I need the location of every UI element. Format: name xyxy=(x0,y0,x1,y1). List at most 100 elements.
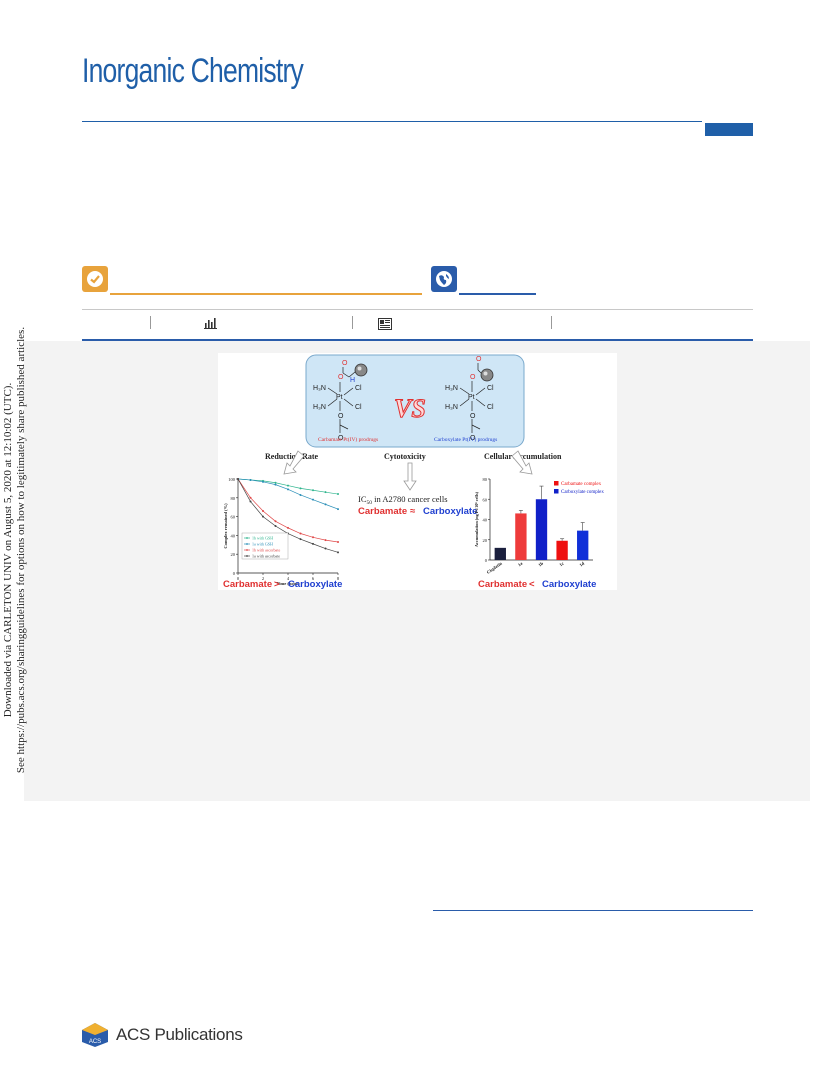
line-point xyxy=(249,500,252,503)
legend-swatch xyxy=(554,481,559,486)
bar-category-label: Cisplatin xyxy=(486,560,504,574)
line-chart-y-tick-label: 60 xyxy=(231,515,236,520)
line-chart-y-tick-label: 100 xyxy=(228,477,236,482)
arrow-to-reduction xyxy=(283,450,305,475)
download-notice-line1: Downloaded via CARLETON UNIV on August 5… xyxy=(2,382,14,718)
line-point xyxy=(337,493,339,496)
svg-text:Carboxylate: Carboxylate xyxy=(542,579,596,590)
line-point xyxy=(262,480,264,483)
journal-title[interactable]: Inorganic Chemistry xyxy=(82,52,304,90)
svg-text:H₃N: H₃N xyxy=(445,385,458,392)
svg-text:Cl: Cl xyxy=(355,385,362,392)
carboxylate-structure: O O Pt H₃N H₃N Cl Cl O O xyxy=(445,356,494,442)
bar-chart-icon[interactable] xyxy=(204,316,217,334)
line-chart-x-label: Time (hour) xyxy=(276,581,300,586)
svg-text:H₃N: H₃N xyxy=(313,404,326,411)
access-rule xyxy=(110,293,422,295)
article-icon[interactable] xyxy=(378,317,392,335)
check-circle-icon[interactable] xyxy=(82,266,108,292)
svg-text:H₃N: H₃N xyxy=(313,385,326,392)
svg-text:O: O xyxy=(338,374,344,381)
svg-text:Cl: Cl xyxy=(355,404,362,411)
svg-text:O: O xyxy=(476,356,482,363)
toc-figure: O O H Pt H₃N H₃N Cl Cl O O Carbamate Pt(… xyxy=(218,353,617,590)
svg-text:O: O xyxy=(470,435,476,442)
svg-text:Carboxylate: Carboxylate xyxy=(288,579,342,590)
svg-text:Pt: Pt xyxy=(336,394,343,401)
bar-chart-y-tick-label: 40 xyxy=(483,518,488,523)
svg-text:>: > xyxy=(274,579,280,590)
line-point xyxy=(299,538,302,541)
line-point xyxy=(274,525,277,527)
line-chart-x-tick-label: 0 xyxy=(237,576,240,581)
bar-category-label: 1b xyxy=(537,560,544,567)
svg-text:<: < xyxy=(529,579,535,590)
legend-swatch xyxy=(554,489,559,494)
svg-text:O: O xyxy=(470,374,476,381)
bar-chart-y-tick-label: 20 xyxy=(483,538,488,543)
footnote-rule xyxy=(433,910,753,911)
open-access-rule xyxy=(459,293,536,295)
bar-category-label: 1c xyxy=(558,561,564,568)
cellular-accumulation-heading: Cellular Accumulation xyxy=(484,452,562,461)
globe-icon[interactable] xyxy=(431,266,457,292)
bar-category-label: 1d xyxy=(579,560,586,567)
line-point xyxy=(274,520,277,523)
metrics-separator xyxy=(551,316,552,329)
line-chart-x-tick-label: 6 xyxy=(312,576,315,581)
bar xyxy=(535,499,548,560)
line-point xyxy=(324,539,327,542)
svg-text:O: O xyxy=(338,413,344,420)
line-point xyxy=(337,540,339,543)
download-notice: Downloaded via CARLETON UNIV on August 5… xyxy=(0,327,30,773)
bar xyxy=(556,540,568,560)
svg-text:ACS: ACS xyxy=(89,1039,101,1045)
line-chart-y-tick-label: 20 xyxy=(231,552,236,557)
legend-label: Carbamate complex xyxy=(561,482,602,487)
acs-hexagon-icon: ACS xyxy=(82,1023,108,1047)
ic50-label: IC50 in A2780 cancer cells xyxy=(358,494,448,506)
line-point xyxy=(337,508,339,511)
legend-label: 1a with GSH xyxy=(252,542,273,547)
metrics-bar-top xyxy=(82,309,753,310)
svg-text:Carboxylate: Carboxylate xyxy=(423,506,477,517)
bar-chart-y-label: Accumulation (ng Pt/10⁶ cells) xyxy=(474,491,479,547)
line-chart-y-tick-label: 0 xyxy=(233,571,236,576)
metrics-separator xyxy=(352,316,353,329)
line-point xyxy=(262,509,264,512)
svg-text:O: O xyxy=(342,360,348,367)
line-point xyxy=(324,547,327,550)
line-point xyxy=(274,481,277,484)
legend-marker xyxy=(246,543,248,545)
line-point xyxy=(299,493,302,496)
svg-text:Carbamate: Carbamate xyxy=(358,506,407,517)
carbamate-caption: Carbamate Pt(IV) prodrugs xyxy=(318,436,378,443)
metrics-separator xyxy=(150,316,151,329)
line-chart-y-tick-label: 40 xyxy=(231,533,236,538)
svg-text:H₃N: H₃N xyxy=(445,404,458,411)
line-point xyxy=(312,489,314,492)
line-chart-x-tick-label: 2 xyxy=(262,576,264,581)
line-chart-legend-box xyxy=(241,532,289,560)
legend-label: Carboxylate complex xyxy=(561,490,604,495)
bar-chart-y-tick-label: 60 xyxy=(483,497,488,502)
accumulation-result: Carbamate < Carboxylate xyxy=(478,579,596,590)
bar xyxy=(494,547,506,560)
line-point xyxy=(312,498,314,501)
svg-text:Pt: Pt xyxy=(468,394,475,401)
legend-marker xyxy=(246,555,248,557)
legend-marker xyxy=(246,549,248,551)
line-chart-y-label: Complex remained (%) xyxy=(223,503,228,549)
bar xyxy=(577,530,589,560)
legend-marker xyxy=(246,537,248,539)
publisher-name: ACS Publications xyxy=(116,1025,243,1044)
reduction-result: Carbamate > Carboxylate xyxy=(223,579,342,590)
metrics-bar-bottom xyxy=(82,339,753,341)
line-point xyxy=(312,542,314,545)
acs-publications-logo[interactable]: ACS ACS Publications xyxy=(80,1022,243,1048)
line-point xyxy=(324,503,327,506)
line-point xyxy=(249,496,252,499)
line-chart-x-tick-label: 8 xyxy=(337,576,340,581)
